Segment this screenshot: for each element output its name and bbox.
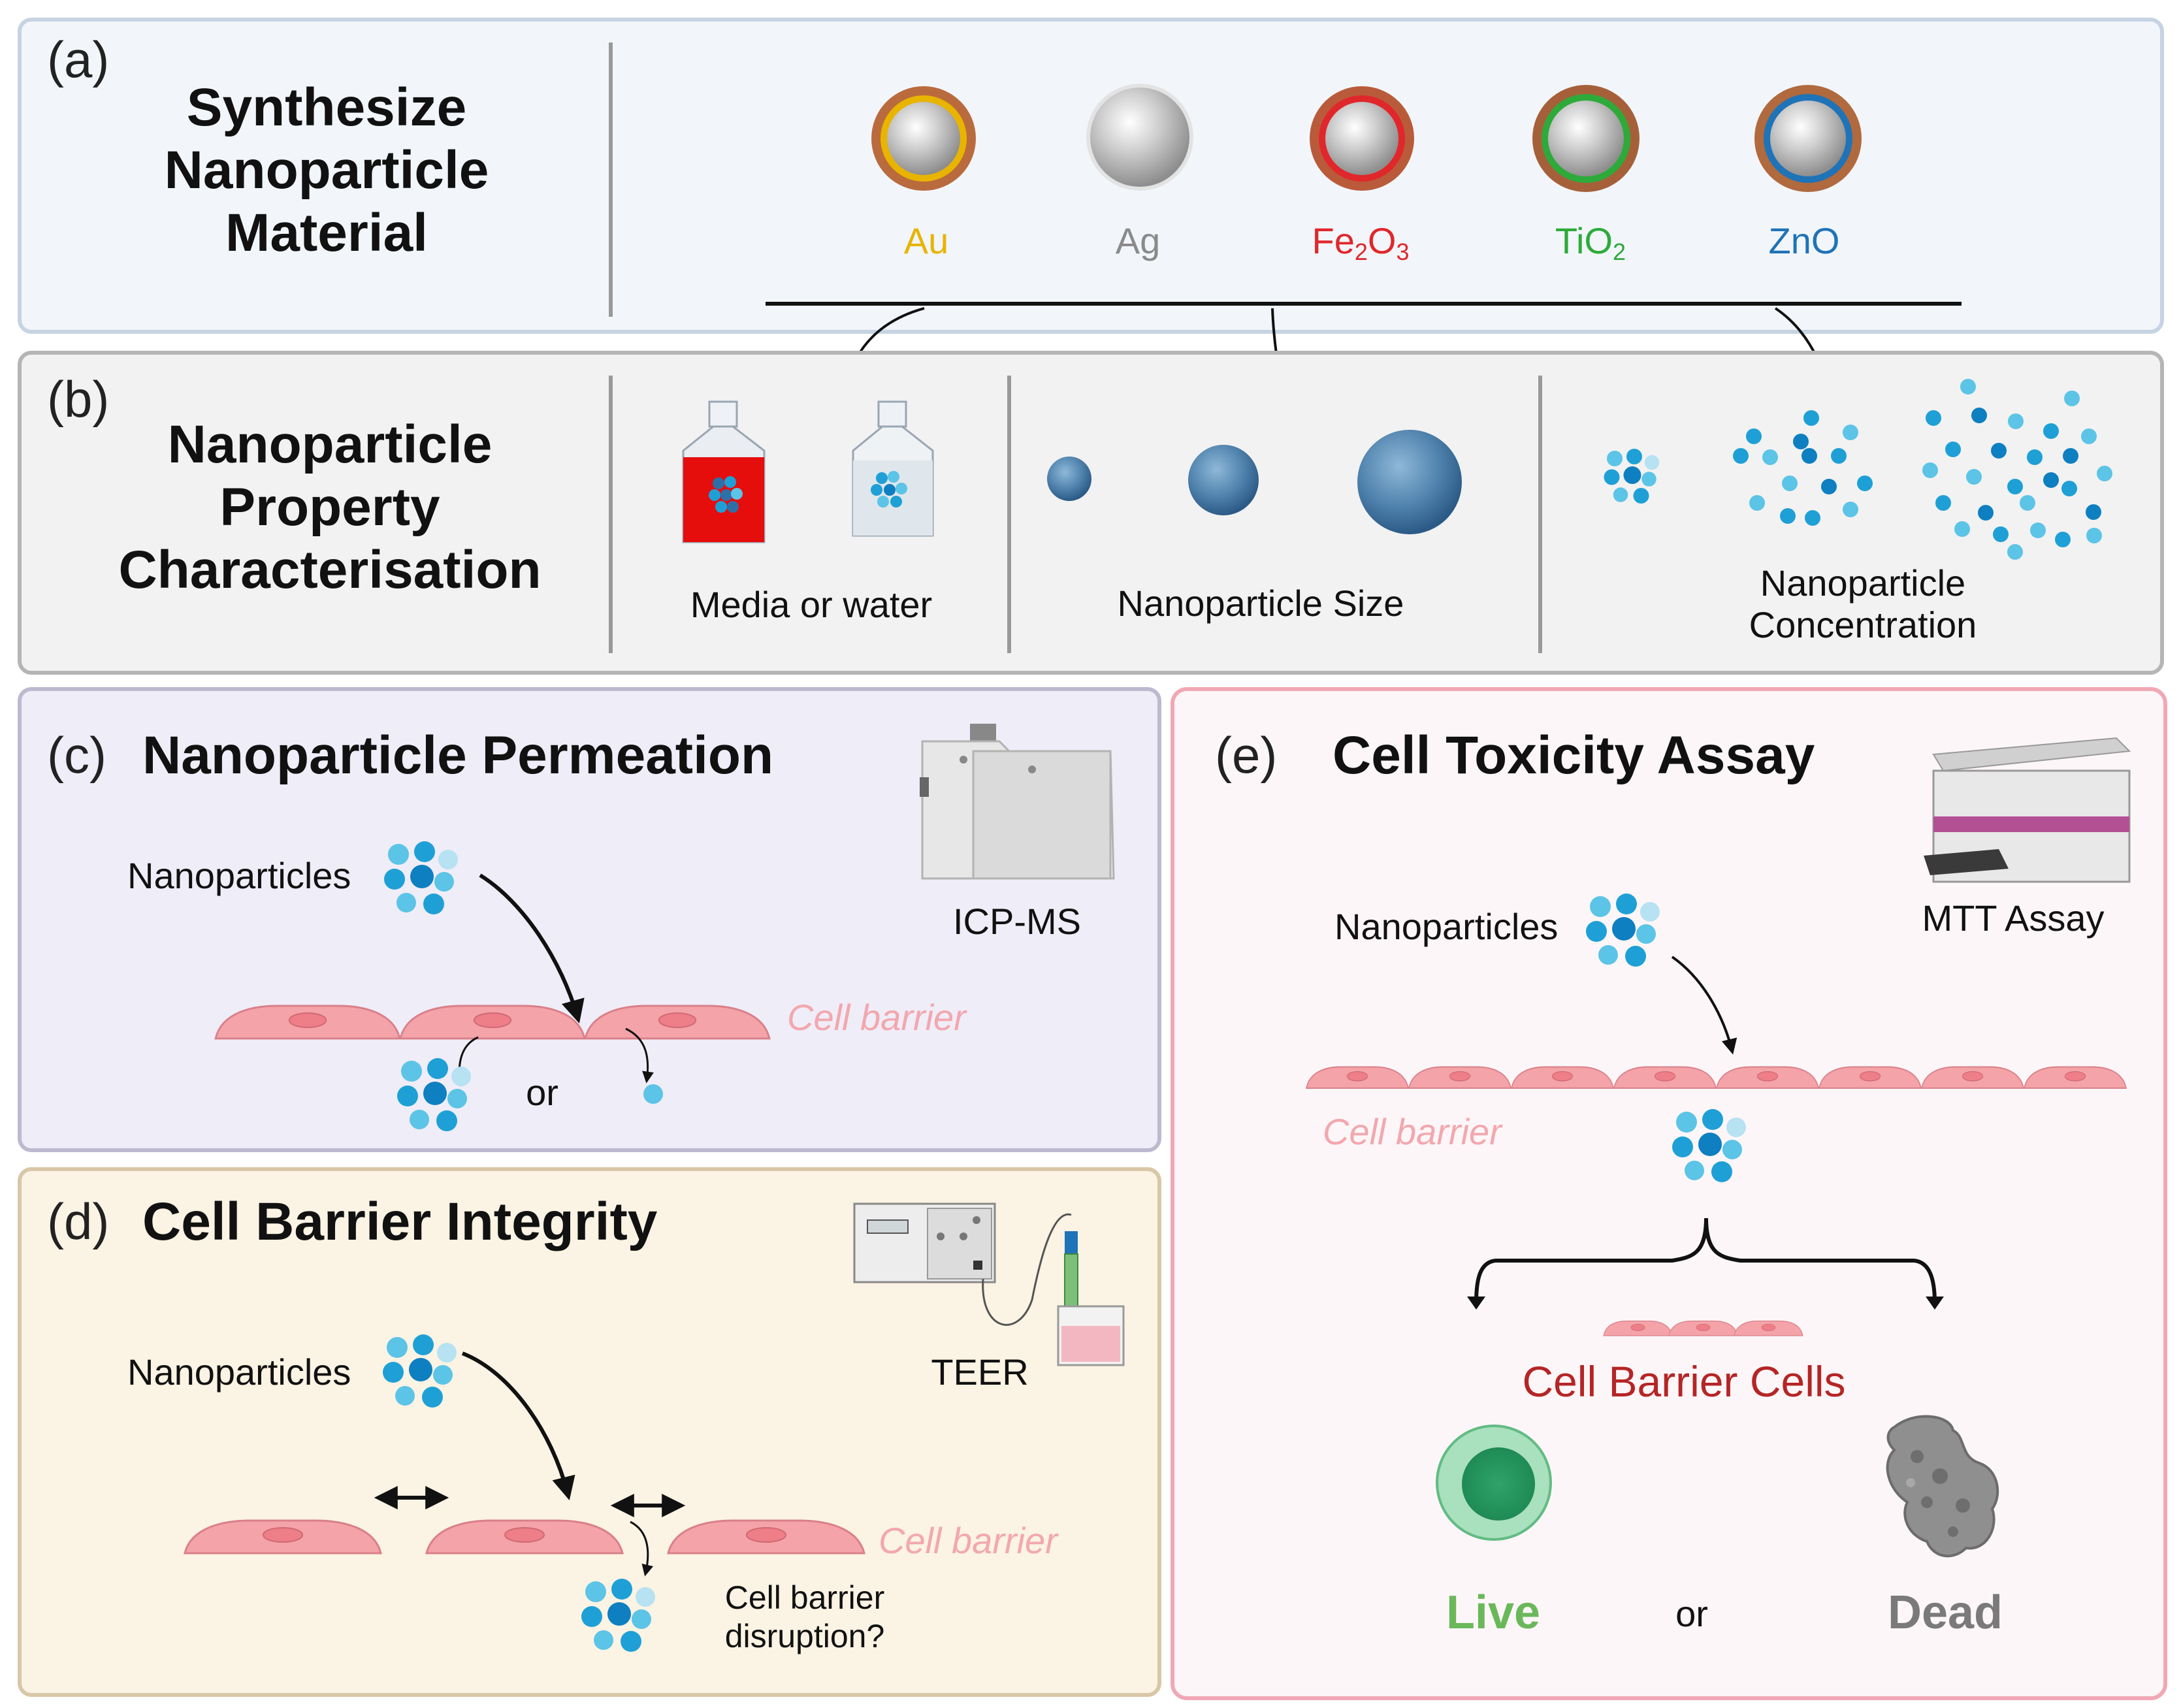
label-fe2o3: Fe2O3 xyxy=(1312,220,1410,265)
panel-e-label: (e) xyxy=(1215,726,1277,784)
label-ag: Ag xyxy=(1116,220,1161,261)
small-np-icon xyxy=(1047,457,1091,501)
panel-d-label: (d) xyxy=(47,1193,109,1250)
panel-d-arrow xyxy=(461,1351,575,1500)
panel-c-arrow xyxy=(479,873,585,1023)
fe2o3-particle-icon xyxy=(1310,86,1414,191)
panel-d-cell-barrier-label: Cell barrier xyxy=(879,1520,1059,1561)
live-cell-icon xyxy=(1436,1425,1552,1541)
medium-np-icon xyxy=(1188,445,1259,515)
panel-b-title-line-3: Characterisation xyxy=(118,540,541,600)
icp-ms-label: ICP-MS xyxy=(953,901,1081,942)
disruption-label-line-1: Cell barrier xyxy=(725,1579,885,1616)
panel-c-cell-barrier-label: Cell barrier xyxy=(787,997,967,1038)
large-np-icon xyxy=(1357,430,1462,534)
panel-d-nanoparticles-label: Nanoparticles xyxy=(127,1351,351,1393)
dead-label: Dead xyxy=(1888,1587,2003,1639)
mtt-assay-label: MTT Assay xyxy=(1922,897,2104,939)
panel-d-cell-barrier xyxy=(184,1519,865,1555)
panel-a-title-line-1: Synthesize xyxy=(187,78,466,137)
panel-b-label: (b) xyxy=(47,370,109,428)
panel-a-title-line-2: Nanoparticle xyxy=(165,140,489,200)
panel-c-or-label: or xyxy=(526,1072,558,1113)
panel-a-title-line-3: Material xyxy=(225,203,428,263)
panel-e: (e) Cell Toxicity Assay MTT Assay Nanopa… xyxy=(1171,687,2167,1700)
small-cell-barrier xyxy=(1603,1320,1803,1336)
live-label: Live xyxy=(1446,1587,1540,1639)
medium-concentration-icon xyxy=(1733,410,1873,526)
nanoparticle-concentration-label-line-1: Nanoparticle xyxy=(1760,562,1965,604)
nanoparticle-size-label: Nanoparticle Size xyxy=(1118,583,1404,624)
media-flask-icon xyxy=(682,400,766,543)
tio2-particle-icon xyxy=(1532,85,1640,192)
icp-ms-instrument-icon xyxy=(920,724,1115,880)
panel-e-cell-barrier-label: Cell barrier xyxy=(1323,1111,1503,1152)
high-concentration-icon xyxy=(1922,379,2112,560)
mtt-plate-reader-icon xyxy=(1924,737,2131,883)
disruption-label-line-2: disruption? xyxy=(725,1618,885,1654)
panel-c-label: (c) xyxy=(47,726,106,784)
au-particle-icon xyxy=(871,86,976,191)
label-tio2: TiO2 xyxy=(1555,220,1626,265)
label-au: Au xyxy=(904,220,949,261)
teer-meter-icon xyxy=(853,1202,1125,1366)
dead-cell-icon xyxy=(1886,1415,1999,1558)
ag-particle-icon xyxy=(1086,84,1193,191)
panel-c-title: Nanoparticle Permeation xyxy=(142,726,773,785)
panel-c: (c) Nanoparticle Permeation ICP-MS Nanop… xyxy=(18,687,1161,1152)
zno-particle-icon xyxy=(1754,85,1862,192)
water-flask-icon xyxy=(852,400,934,537)
single-np-icon xyxy=(643,1084,663,1104)
teer-label: TEER xyxy=(931,1351,1028,1393)
panel-b: (b) Nanoparticle Property Characterisati… xyxy=(18,351,2164,675)
split-brace xyxy=(1474,1217,1937,1304)
panel-e-arrow xyxy=(1671,956,1737,1055)
panel-a-label: (a) xyxy=(47,31,109,88)
label-zno: ZnO xyxy=(1769,220,1840,261)
panel-c-cell-barrier xyxy=(214,1005,771,1040)
panel-e-title: Cell Toxicity Assay xyxy=(1333,726,1815,785)
nanoparticle-concentration-label-line-2: Concentration xyxy=(1749,604,1977,645)
cell-barrier-cells-label: Cell Barrier Cells xyxy=(1522,1357,1845,1406)
panel-a: (a) Synthesize Nanoparticle Material xyxy=(18,18,2164,334)
panel-d-title: Cell Barrier Integrity xyxy=(142,1192,658,1251)
panel-e-nanoparticles-label: Nanoparticles xyxy=(1334,906,1558,947)
panel-b-title-line-2: Property xyxy=(219,477,440,537)
panel-c-nanoparticles-label: Nanoparticles xyxy=(127,855,351,896)
media-or-water-label: Media or water xyxy=(690,584,932,625)
panel-b-title-line-1: Nanoparticle xyxy=(168,415,493,474)
panel-d: (d) Cell Barrier Integrity TEER Nanopart… xyxy=(18,1167,1161,1697)
panel-e-or-label: or xyxy=(1675,1593,1708,1634)
